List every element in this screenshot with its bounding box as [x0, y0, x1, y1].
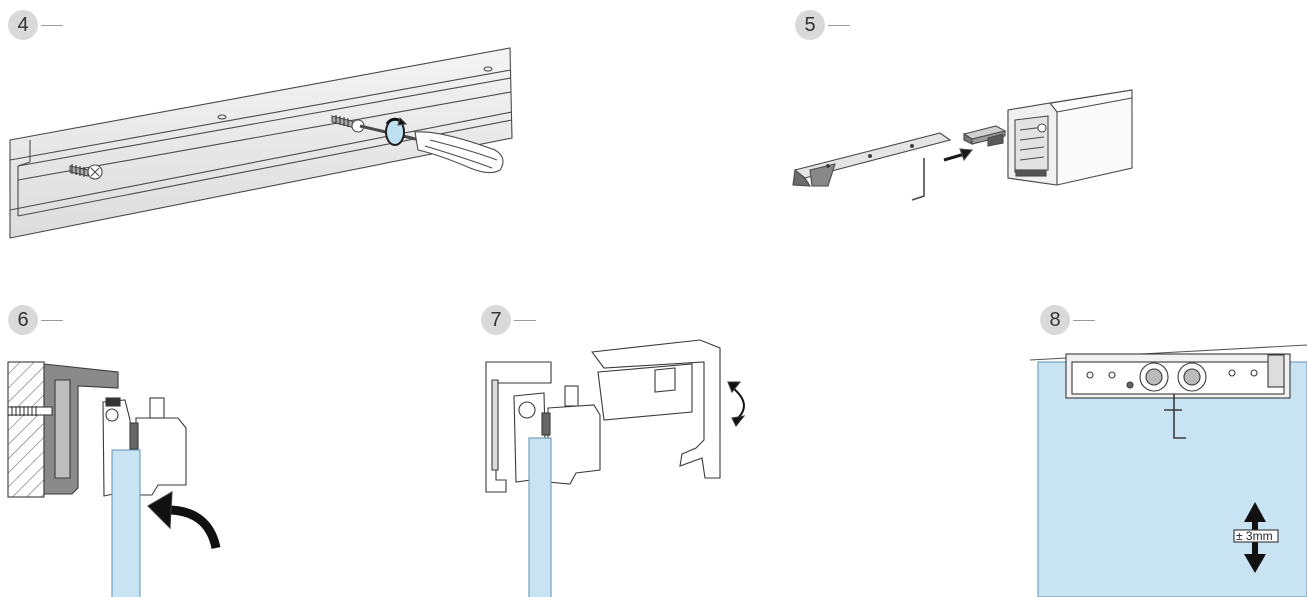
step-divider — [514, 320, 536, 321]
track-rail — [9, 47, 513, 239]
roller-carriage — [1065, 353, 1291, 399]
hex-key — [1164, 394, 1186, 439]
step8-carriage-illustration: ± 3mm — [1029, 344, 1307, 597]
hex-key — [911, 158, 925, 201]
rail-profile — [485, 361, 552, 493]
step-divider — [41, 25, 63, 26]
end-cap-block — [962, 125, 1007, 147]
step-divider — [1073, 320, 1095, 321]
step5-endcap-illustration — [792, 89, 1133, 201]
step-divider — [828, 25, 850, 26]
rotate-arrow — [147, 491, 221, 550]
step-number-8: 8 — [1040, 305, 1070, 335]
height-adjust-arrow — [1244, 502, 1266, 573]
track-end — [1007, 89, 1133, 186]
step7-clamp-illustration — [485, 339, 746, 597]
glass-panel — [111, 449, 141, 597]
step-number-5: 5 — [795, 10, 825, 40]
wall-anchor — [7, 406, 53, 416]
wall-rail-profile — [43, 363, 119, 495]
adjustment-label: ± 3mm — [1236, 529, 1273, 543]
screw-left — [69, 164, 103, 180]
screwdriver — [359, 116, 504, 174]
step-number-4: 4 — [8, 10, 38, 40]
step-divider — [41, 320, 63, 321]
cover-profile — [590, 339, 721, 479]
wall — [7, 361, 45, 498]
step4-rail-illustration — [9, 47, 513, 239]
rotate-arrow — [727, 381, 746, 428]
step-number-6: 6 — [8, 305, 38, 335]
step-number-7: 7 — [481, 305, 511, 335]
clamp-body — [513, 385, 601, 485]
glass-panel — [528, 437, 552, 597]
step6-clamp-illustration — [7, 361, 221, 597]
bracket — [792, 132, 952, 187]
insertion-arrow — [943, 148, 974, 162]
